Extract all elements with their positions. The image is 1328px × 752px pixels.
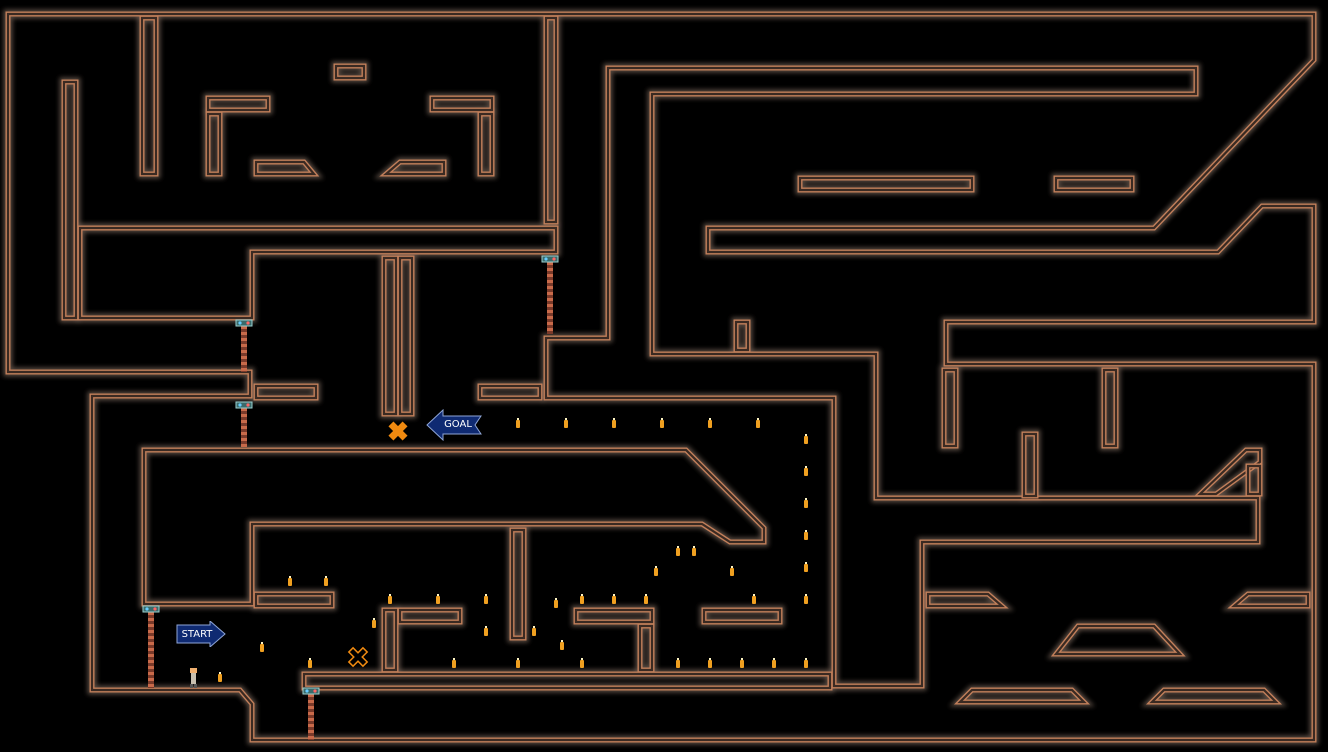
coin-icon xyxy=(804,434,808,444)
coin-icon xyxy=(218,672,222,682)
markers xyxy=(190,421,408,688)
coin-icon xyxy=(388,594,392,604)
coin-icon xyxy=(804,594,808,604)
wall-segment xyxy=(477,111,495,177)
coin-icon xyxy=(804,498,808,508)
coin-icon xyxy=(660,418,664,428)
coin-icon xyxy=(452,658,456,668)
wall-segment xyxy=(543,15,559,225)
coin-icon xyxy=(580,658,584,668)
gates xyxy=(142,255,559,740)
wall-segment xyxy=(205,111,223,177)
player-icon xyxy=(190,668,197,688)
wall-segment xyxy=(381,255,399,417)
coin-icon xyxy=(612,594,616,604)
coin-icon xyxy=(612,418,616,428)
wall-segment xyxy=(77,225,559,321)
coin-icon xyxy=(676,546,680,556)
coin-icon xyxy=(484,594,488,604)
goal-label: GOAL xyxy=(444,418,472,430)
wall-segment xyxy=(573,607,655,625)
coin-icon xyxy=(804,530,808,540)
wall-segment xyxy=(941,367,959,449)
coin-icon xyxy=(516,418,520,428)
coin-icon xyxy=(560,640,564,650)
checkpoint-marker-icon xyxy=(347,646,369,668)
coin-icon xyxy=(372,618,376,628)
coin-icon xyxy=(308,658,312,668)
coin-icon xyxy=(804,658,808,668)
coin-icon xyxy=(752,594,756,604)
wall-segment xyxy=(379,159,447,177)
start-label: START xyxy=(181,628,213,640)
coins xyxy=(218,418,808,682)
coin-icon xyxy=(730,566,734,576)
coin-icon xyxy=(804,562,808,572)
wall-segment xyxy=(139,15,159,177)
wall-segment xyxy=(381,607,399,673)
wall-segment xyxy=(1053,175,1135,193)
coin-icon xyxy=(516,658,520,668)
coin-icon xyxy=(564,418,568,428)
wall-segment xyxy=(429,95,495,113)
wall-segment xyxy=(797,175,975,193)
coin-icon xyxy=(708,418,712,428)
coin-icon xyxy=(532,626,536,636)
wall-segment xyxy=(701,607,783,625)
wall-segment xyxy=(397,255,415,417)
coin-icon xyxy=(756,418,760,428)
wall-segment xyxy=(1101,367,1119,449)
wall-segment xyxy=(253,383,319,401)
wall-segment xyxy=(509,527,527,641)
coin-icon xyxy=(580,594,584,604)
coin-icon xyxy=(484,626,488,636)
coin-icon xyxy=(804,466,808,476)
coin-icon xyxy=(644,594,648,604)
wall-segment xyxy=(953,687,1091,705)
coin-icon xyxy=(324,576,328,586)
coin-icon xyxy=(654,566,658,576)
coin-icon xyxy=(676,658,680,668)
wall-segment xyxy=(301,671,833,691)
wall-segment xyxy=(253,591,335,609)
wall-segment xyxy=(637,623,655,673)
start-arrow-icon: START xyxy=(176,621,226,647)
gate-icon xyxy=(541,255,559,334)
goal-arrow-icon: GOAL xyxy=(426,409,482,441)
gate-icon xyxy=(142,605,160,688)
gate-icon xyxy=(302,687,320,740)
wall-segment xyxy=(1021,431,1039,499)
wall-segment xyxy=(1145,687,1283,705)
coin-icon xyxy=(772,658,776,668)
wall-segment xyxy=(477,383,543,401)
coin-icon xyxy=(692,546,696,556)
coin-icon xyxy=(740,658,744,668)
gate-icon xyxy=(235,401,253,447)
coin-icon xyxy=(260,642,264,652)
wall-segment xyxy=(397,607,463,625)
gate-icon xyxy=(235,319,253,372)
goal-marker-icon xyxy=(388,421,408,441)
coin-icon xyxy=(436,594,440,604)
wall-segment xyxy=(205,95,271,113)
wall-segment xyxy=(61,79,79,321)
coin-icon xyxy=(708,658,712,668)
coin-icon xyxy=(288,576,292,586)
walls xyxy=(5,11,1317,743)
coin-icon xyxy=(554,598,558,608)
